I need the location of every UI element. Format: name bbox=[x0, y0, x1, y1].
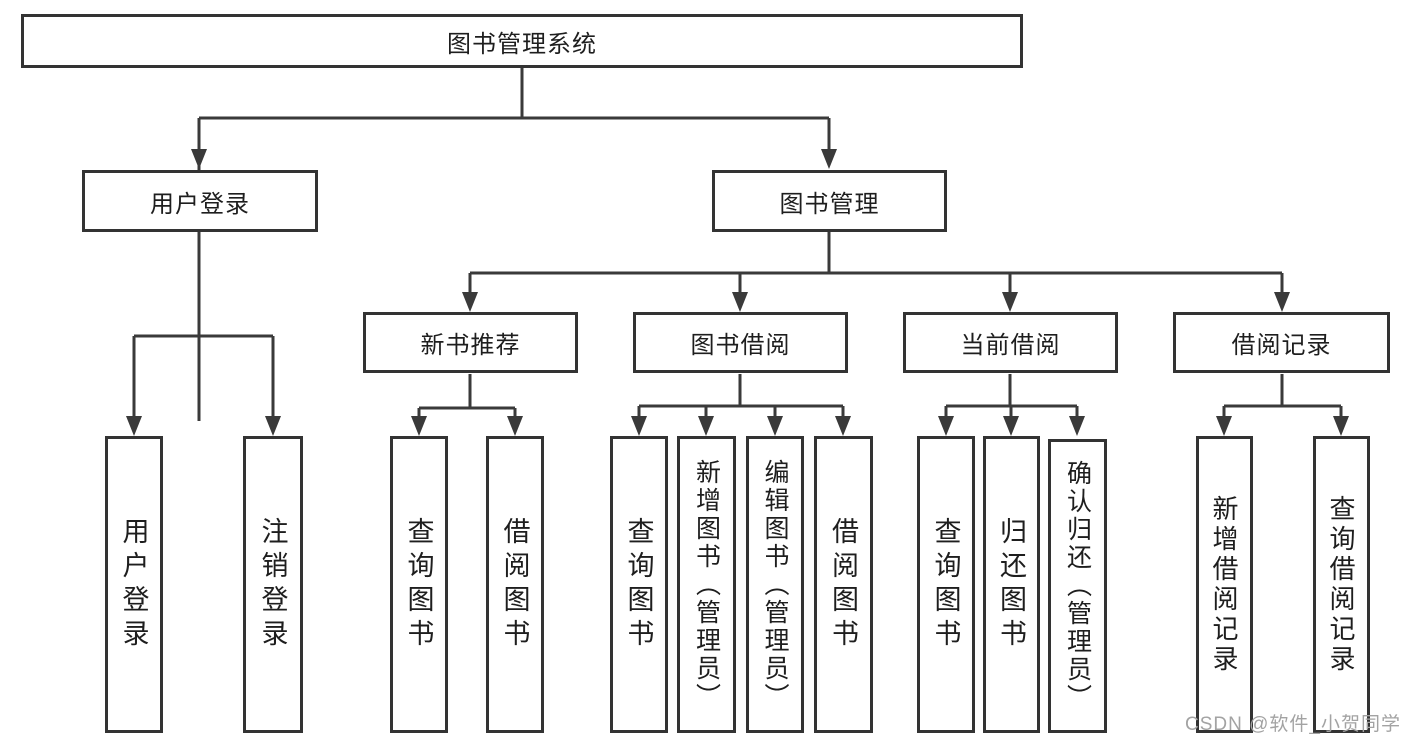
leaf-logout-label: 注销登录 bbox=[257, 516, 288, 653]
leaf-query-books-current-label: 查询图书 bbox=[930, 516, 961, 653]
connector-current-borrow-children bbox=[944, 374, 1079, 421]
leaf-add-borrow-record: 新增借阅记录 bbox=[1196, 436, 1253, 733]
leaf-edit-books-admin: 编辑图书（管理员） bbox=[746, 436, 804, 733]
csdn-watermark: CSDN @软件_小贺同学 bbox=[1185, 714, 1401, 735]
node-book-management-label: 图书管理 bbox=[779, 190, 880, 218]
node-library-system: 图书管理系统 bbox=[21, 14, 1023, 68]
connector-book-management-children bbox=[468, 232, 1284, 297]
leaf-add-books-admin: 新增图书（管理员） bbox=[677, 436, 736, 733]
leaf-add-borrow-record-label: 新增借阅记录 bbox=[1209, 494, 1239, 675]
leaf-borrow-books: 借阅图书 bbox=[814, 436, 873, 733]
leaf-query-books-current: 查询图书 bbox=[917, 436, 975, 733]
node-book-borrow-label: 图书借阅 bbox=[690, 332, 791, 359]
leaf-query-books-borrow: 查询图书 bbox=[610, 436, 668, 733]
leaf-return-books: 归还图书 bbox=[983, 436, 1040, 733]
node-new-book-recommend: 新书推荐 bbox=[363, 312, 578, 373]
leaf-query-books-borrow-label: 查询图书 bbox=[623, 516, 654, 653]
connector-book-borrow-children bbox=[637, 374, 845, 421]
connector-root-to-level2 bbox=[197, 68, 831, 421]
node-library-system-label: 图书管理系统 bbox=[447, 30, 597, 58]
leaf-confirm-return-admin-label: 确认归还（管理员） bbox=[1063, 460, 1092, 712]
arrowheads bbox=[126, 149, 1349, 436]
node-new-book-recommend-label: 新书推荐 bbox=[420, 332, 521, 359]
leaf-query-borrow-record: 查询借阅记录 bbox=[1313, 436, 1370, 733]
leaf-borrow-books-recommend: 借阅图书 bbox=[486, 436, 544, 733]
node-current-borrow-label: 当前借阅 bbox=[960, 332, 1061, 359]
leaf-return-books-label: 归还图书 bbox=[996, 516, 1026, 653]
leaf-borrow-books-recommend-label: 借阅图书 bbox=[499, 516, 530, 653]
leaf-confirm-return-admin: 确认归还（管理员） bbox=[1048, 439, 1107, 733]
node-current-borrow: 当前借阅 bbox=[903, 312, 1118, 373]
leaf-add-books-admin-label: 新增图书（管理员） bbox=[692, 458, 721, 711]
leaf-query-books-recommend: 查询图书 bbox=[390, 436, 448, 733]
connector-user-login-children bbox=[132, 232, 275, 421]
node-borrow-records: 借阅记录 bbox=[1173, 312, 1390, 373]
leaf-user-login-label: 用户登录 bbox=[118, 516, 149, 653]
leaf-user-login: 用户登录 bbox=[105, 436, 163, 733]
leaf-borrow-books-label: 借阅图书 bbox=[828, 516, 858, 653]
node-user-login: 用户登录 bbox=[82, 170, 318, 232]
connector-new-book-children bbox=[417, 374, 517, 421]
leaf-logout: 注销登录 bbox=[243, 436, 303, 733]
node-borrow-records-label: 借阅记录 bbox=[1231, 332, 1332, 359]
leaf-query-books-recommend-label: 查询图书 bbox=[403, 516, 434, 653]
node-book-borrow: 图书借阅 bbox=[633, 312, 848, 373]
leaf-edit-books-admin-label: 编辑图书（管理员） bbox=[761, 458, 789, 711]
connector-borrow-records-children bbox=[1222, 374, 1343, 421]
node-book-management: 图书管理 bbox=[712, 170, 947, 232]
node-user-login-label: 用户登录 bbox=[150, 190, 250, 218]
leaf-query-borrow-record-label: 查询借阅记录 bbox=[1326, 494, 1356, 675]
